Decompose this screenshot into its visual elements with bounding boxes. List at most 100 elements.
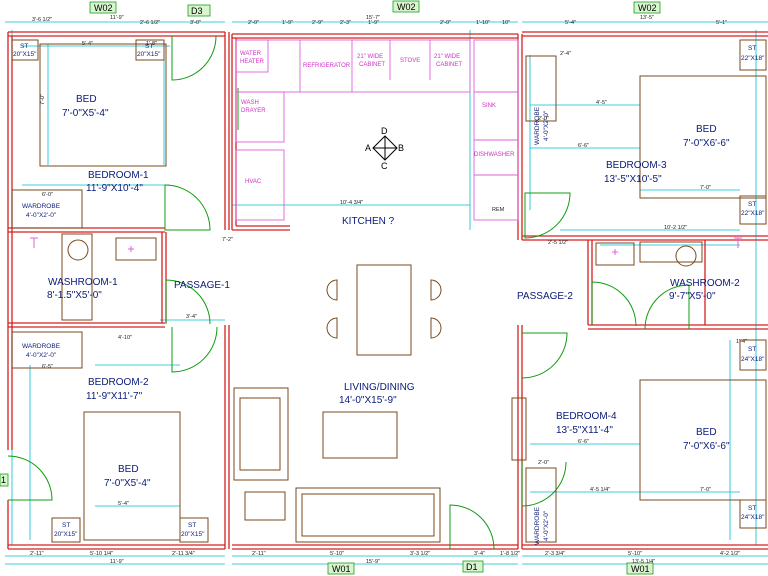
wardrobe3-name: WARDROBE	[534, 106, 541, 145]
dim-bottom-7: 15'-9"	[366, 559, 380, 565]
dim-top-14: 5'-1"	[716, 20, 727, 26]
dim-inner-18: 6'-6"	[578, 439, 589, 445]
compass-s: C	[381, 161, 388, 171]
refrigerator-label: REFRIGERATOR	[303, 63, 351, 69]
bed3-name: BED	[696, 124, 717, 135]
bed2-size: 7'-0"X5'-4"	[104, 478, 151, 489]
wardrobe2-size: 4'-0"X2'-0"	[26, 352, 57, 359]
tag-w02-center: W02	[397, 2, 416, 12]
dim-top-10: 1'-10"	[476, 20, 490, 26]
dim-inner-2: 7'-0"	[40, 94, 46, 105]
dim-bottom-12: 4'-2 1/2"	[720, 551, 740, 557]
dimension-lines	[5, 21, 768, 565]
bed-4	[639, 379, 767, 501]
dim-inner-9: 2'-5 1/2"	[548, 240, 568, 246]
kitchen-name: KITCHEN ?	[342, 216, 395, 227]
dim-top-1: 11'-9"	[110, 15, 124, 21]
dining-table	[356, 264, 412, 356]
dim-inner-17: 7'-0"	[700, 487, 711, 493]
tag-side-mark: 1	[1, 475, 6, 485]
st1b-size: 20"X15"	[137, 51, 161, 58]
dim-bottom-4: 2'-11"	[252, 551, 266, 557]
dimension-text: 3'-6 1/2" 11'-9" 2'-6 1/2" 3'-0" 2'-0" 1…	[30, 15, 747, 565]
cabinet-a-label-2: CABINET	[359, 62, 385, 68]
dim-inner-10: 7'-2"	[222, 237, 233, 243]
st1b-name: ST	[145, 43, 153, 50]
kitchen-fixtures	[235, 39, 519, 221]
st1a-size: 20"X15"	[13, 51, 37, 58]
living-name: LIVING/DINING	[344, 382, 415, 393]
st3a-size: 22"X18"	[741, 55, 765, 62]
dim-bottom-5: 5'-10"	[330, 551, 344, 557]
wardrobe4-name: WARDROBE	[534, 506, 541, 545]
dim-bottom-11: 5'-10"	[628, 551, 642, 557]
wardrobe2-name: WARDROBE	[22, 343, 61, 350]
bed1-name: BED	[76, 94, 97, 105]
dim-top-0: 3'-6 1/2"	[32, 17, 52, 23]
bedroom4-name: BEDROOM-4	[556, 411, 617, 422]
hvac-label: HVAC	[245, 179, 262, 185]
compass-n: D	[381, 126, 388, 136]
dim-inner-1: 1'-8"	[146, 41, 157, 47]
dim-inner-19: 2'-0"	[538, 460, 549, 466]
compass-e: B	[398, 143, 404, 153]
dim-inner-5: 2'-0"	[538, 116, 549, 122]
washroom-accents	[30, 237, 742, 255]
st2b-size: 20"X15"	[181, 531, 205, 538]
dim-bottom-9: 1'-8 1/2"	[500, 551, 520, 557]
dim-top-2: 2'-6 1/2"	[140, 20, 160, 26]
furniture	[11, 39, 767, 543]
dim-top-15: 15'-7"	[366, 15, 380, 21]
wash-drayer-label-2: DRAYER	[241, 108, 266, 114]
bed-1	[39, 43, 167, 167]
dim-inner-8: 10'-2 1/2"	[664, 225, 687, 231]
st4a-size: 24"X18"	[741, 356, 765, 363]
tag-w01-left: W01	[332, 564, 351, 574]
wash-drayer-label-1: WASH	[241, 100, 259, 106]
bedroom1-name: BEDROOM-1	[88, 170, 149, 181]
cabinet-b-label-1: 21" WIDE	[434, 54, 460, 60]
bed3-size: 7'-0"X6'-6"	[683, 138, 730, 149]
dim-inner-20: 1'-4"	[736, 339, 747, 345]
sink-label: SINK	[482, 103, 496, 109]
dim-top-4: 2'-0"	[248, 20, 259, 26]
bedroom1-size: 11'-9"X10'-4"	[86, 183, 143, 194]
dim-inner-13: 4'-10"	[118, 335, 132, 341]
dim-top-9: 2'-0"	[440, 20, 451, 26]
dim-top-11: 10"	[502, 20, 510, 26]
water-heater-label-2: HEATER	[240, 59, 265, 65]
dim-inner-12: 3'-4"	[186, 314, 197, 320]
wardrobe4-size: 4'-0"X2'-0"	[543, 510, 550, 541]
tag-w02-left: W02	[94, 3, 113, 13]
dim-bottom-1: 5'-10 1/4"	[90, 551, 113, 557]
st2a-size: 20"X15"	[54, 531, 78, 538]
st4a-name: ST	[748, 346, 756, 353]
washroom1-name: WASHROOM-1	[48, 277, 118, 288]
bed4-name: BED	[696, 427, 717, 438]
dim-bottom-3: 11'-9"	[110, 559, 124, 565]
dim-inner-3: 6'-0"	[42, 192, 53, 198]
dim-bottom-2: 2'-11 3/4"	[172, 551, 195, 557]
washroom2-size: 9'-7"X5'-0"	[669, 291, 716, 302]
bedroom2-size: 11'-9"X11'-7"	[86, 391, 143, 402]
sofa-left	[233, 387, 289, 481]
tag-w01-right: W01	[631, 564, 650, 574]
dim-top-8: 1'-9"	[368, 20, 379, 26]
dim-top-5: 1'-9"	[282, 20, 293, 26]
rem-label: REM	[492, 207, 505, 213]
dim-top-6: 2'-9"	[312, 20, 323, 26]
cabinet-a-label-1: 21" WIDE	[357, 54, 383, 60]
sofa-bottom	[295, 487, 441, 543]
tag-d3: D3	[191, 6, 203, 16]
compass-w: A	[365, 143, 371, 153]
dim-top-3: 3'-0"	[190, 20, 201, 26]
bed1-size: 7'-0"X5'-4"	[62, 108, 109, 119]
st3b-name: ST	[748, 201, 756, 208]
bed4-size: 7'-0"X6'-6"	[683, 441, 730, 452]
passage2-name: PASSAGE-2	[517, 291, 573, 302]
wardrobe3-size: 4'-0"X2'-0"	[543, 110, 550, 141]
compass	[372, 135, 398, 161]
wardrobe1-name: WARDROBE	[22, 203, 61, 210]
water-heater-label-1: WATER	[240, 51, 262, 57]
